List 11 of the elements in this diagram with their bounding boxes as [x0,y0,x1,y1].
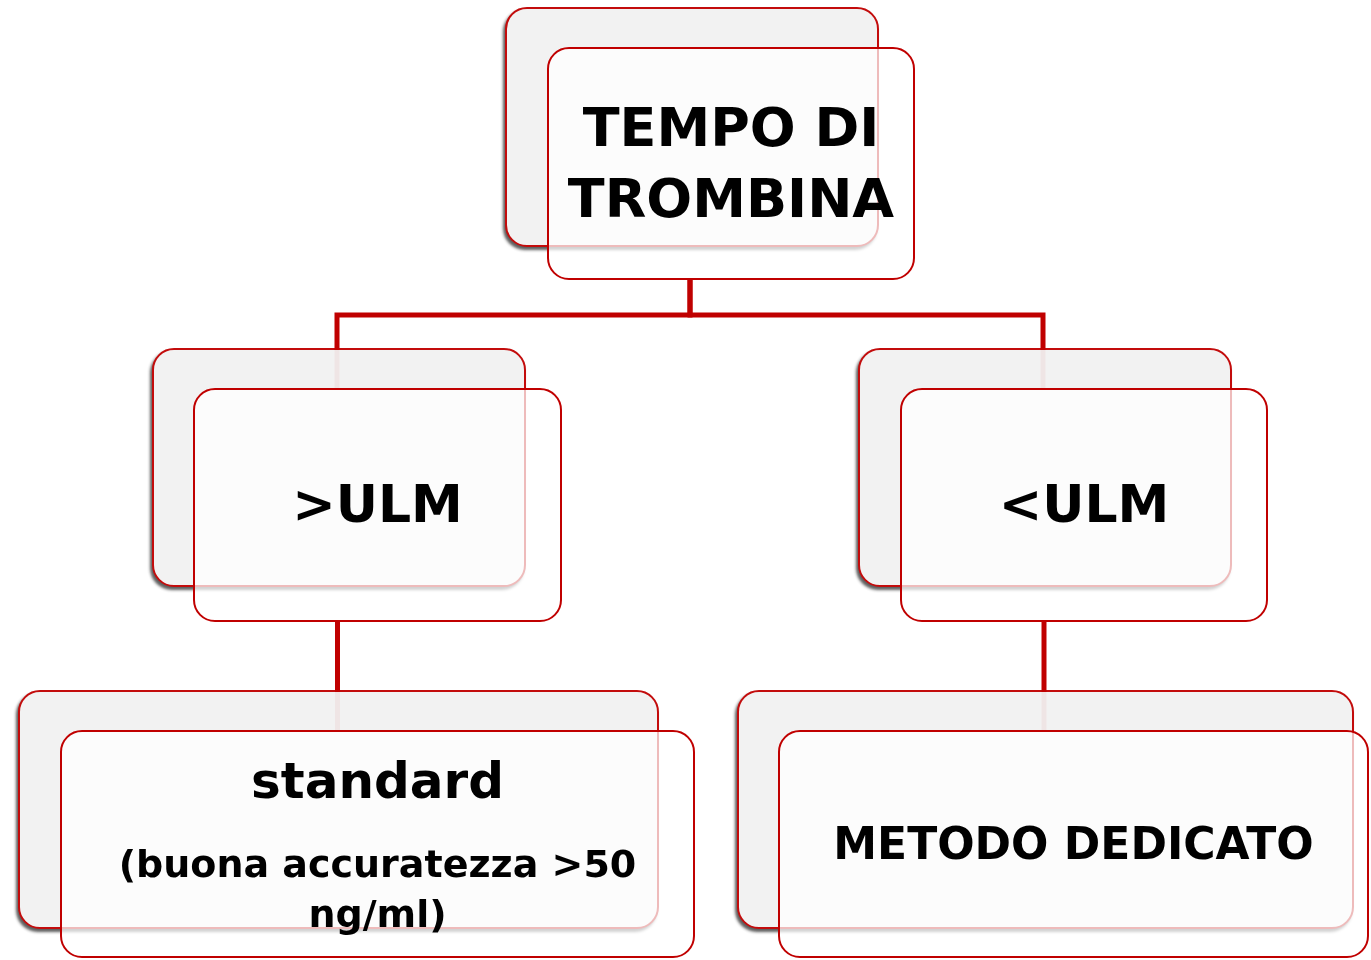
card-heading: <ULM [998,473,1170,537]
card-note: (buona accuratezza >50 ng/ml) [117,841,638,938]
card [193,388,562,622]
card-heading: TEMPO DI TROMBINA [567,95,895,232]
card-heading: >ULM [292,473,463,537]
card [547,47,915,280]
card [60,730,695,958]
card-heading: METODO DEDICATO [833,817,1314,872]
card-heading: standard [251,751,504,813]
card [778,730,1369,958]
card [900,388,1268,622]
